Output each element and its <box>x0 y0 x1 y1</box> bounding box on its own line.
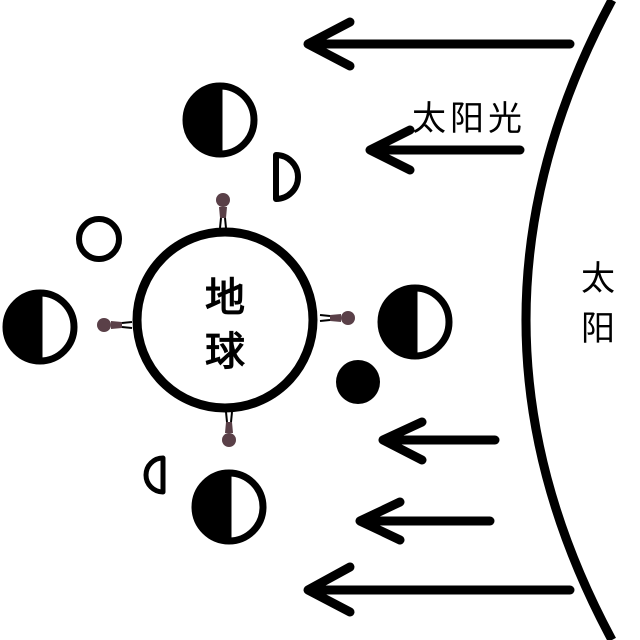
person-icon <box>222 411 236 447</box>
earth-label-char: 地 <box>205 275 245 321</box>
phase-new-moon <box>336 360 380 404</box>
phase-full-moon <box>76 216 122 262</box>
phase-last-quarter <box>143 455 166 495</box>
sunlight-label: 太阳光 <box>412 99 526 139</box>
moon-left <box>2 289 78 365</box>
left-arrow-icon <box>303 17 575 71</box>
left-arrow-icon <box>378 417 500 465</box>
earth-circle <box>132 227 318 413</box>
person-icon <box>216 193 230 229</box>
sunlight-arrows <box>303 17 575 617</box>
left-arrow-icon <box>365 125 525 175</box>
earth-label: 地 球 <box>200 278 250 386</box>
person-icon <box>319 311 355 325</box>
moon-bottom <box>191 469 267 545</box>
moon-right <box>377 284 453 360</box>
sun-label-char: 太 <box>581 259 615 299</box>
phase-first-quarter <box>273 152 301 202</box>
person-icon <box>97 318 133 332</box>
earth-label-char: 球 <box>205 329 245 375</box>
sun-label-char: 阳 <box>581 309 615 349</box>
sun-label: 太 阳 <box>578 262 618 362</box>
sun-arc <box>521 0 616 640</box>
left-arrow-icon <box>355 497 495 545</box>
left-arrow-icon <box>303 562 575 617</box>
moon-top <box>182 82 258 158</box>
